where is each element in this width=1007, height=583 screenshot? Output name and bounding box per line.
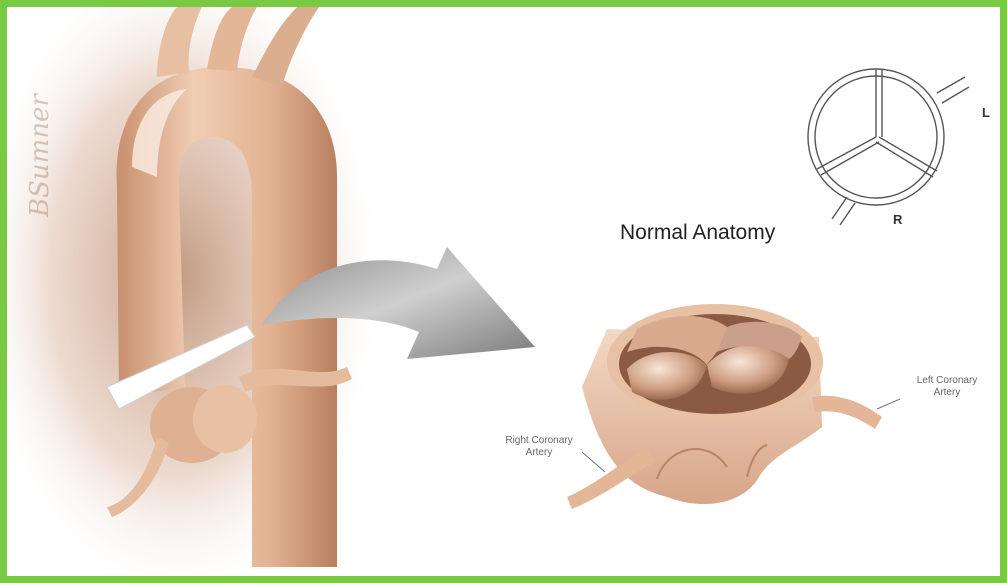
- left-coronary-line-2: Artery: [897, 387, 997, 399]
- right-coronary-line-2: Artery: [489, 447, 589, 459]
- valve-schematic: [808, 69, 969, 225]
- right-coronary-label: Right Coronary Artery: [489, 435, 589, 459]
- left-coronary-label: Left Coronary Artery: [897, 375, 997, 399]
- aortic-valve-drawing: [567, 304, 900, 509]
- right-marker-label: R: [893, 212, 902, 227]
- left-coronary-line-1: Left Coronary: [897, 375, 997, 387]
- left-marker-label: L: [982, 105, 990, 120]
- right-coronary-line-1: Right Coronary: [489, 435, 589, 447]
- artist-signature: BSumner: [25, 94, 55, 217]
- diagram-title: Normal Anatomy: [620, 221, 775, 245]
- anatomy-illustration: [7, 7, 1000, 576]
